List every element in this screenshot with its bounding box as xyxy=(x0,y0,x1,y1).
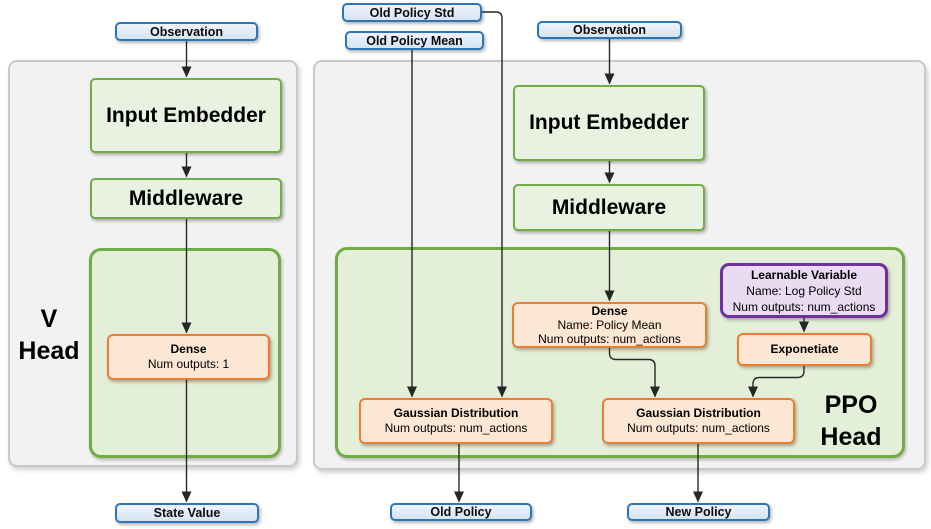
learnable-variable-num-outputs: Num outputs: num_actions xyxy=(732,299,876,314)
gaussian-old-title: Gaussian Distribution xyxy=(393,406,519,420)
learnable-variable-title: Learnable Variable xyxy=(750,267,858,282)
input-embedder-left-block: Input Embedder xyxy=(90,78,282,153)
exponetiate-block: Exponetiate xyxy=(737,333,872,366)
observation-left-label: Observation xyxy=(150,24,223,39)
v-head-label-line1: V xyxy=(40,305,58,333)
gaussian-new-title: Gaussian Distribution xyxy=(636,406,761,420)
gaussian-old-num-outputs: Num outputs: num_actions xyxy=(384,421,528,435)
dense-policy-mean-name: Name: Policy Mean xyxy=(557,318,662,332)
gaussian-distribution-old-block: Gaussian Distribution Num outputs: num_a… xyxy=(359,398,553,444)
state-value-node: State Value xyxy=(115,503,259,523)
observation-left-node: Observation xyxy=(115,22,258,41)
new-policy-node: New Policy xyxy=(627,503,770,521)
v-head-label: V Head xyxy=(8,303,90,367)
dense-policy-mean-num-outputs: Num outputs: num_actions xyxy=(538,332,681,346)
middleware-right-block: Middleware xyxy=(513,184,705,231)
learnable-variable-name: Name: Log Policy Std xyxy=(746,283,862,298)
old-policy-mean-label: Old Policy Mean xyxy=(366,33,463,48)
dense-v-num-outputs: Num outputs: 1 xyxy=(147,357,230,371)
ppo-head-label-line1: PPO xyxy=(824,391,878,419)
middleware-left-block: Middleware xyxy=(90,178,282,219)
old-policy-std-node: Old Policy Std xyxy=(342,3,482,22)
ppo-head-label-line2: Head xyxy=(820,423,882,451)
dense-v-block: Dense Num outputs: 1 xyxy=(107,334,270,380)
gaussian-new-num-outputs: Num outputs: num_actions xyxy=(627,421,770,435)
exponetiate-title: Exponetiate xyxy=(770,342,839,356)
input-embedder-right-block: Input Embedder xyxy=(513,85,705,161)
observation-right-node: Observation xyxy=(537,21,682,39)
dense-policy-mean-block: Dense Name: Policy Mean Num outputs: num… xyxy=(512,302,707,348)
v-head-label-line2: Head xyxy=(18,337,80,365)
new-policy-label: New Policy xyxy=(665,505,732,519)
old-policy-mean-node: Old Policy Mean xyxy=(345,31,484,50)
old-policy-label: Old Policy xyxy=(430,505,492,519)
middleware-right-label: Middleware xyxy=(551,195,667,219)
observation-right-label: Observation xyxy=(573,23,646,37)
ppo-head-label: PPO Head xyxy=(798,389,904,453)
dense-v-title: Dense xyxy=(170,342,207,356)
old-policy-std-label: Old Policy Std xyxy=(369,5,455,20)
middleware-left-label: Middleware xyxy=(128,186,244,210)
dense-policy-mean-title: Dense xyxy=(591,304,628,318)
old-policy-node: Old Policy xyxy=(390,503,532,521)
learnable-variable-block: Learnable Variable Name: Log Policy Std … xyxy=(720,263,888,318)
input-embedder-right-label: Input Embedder xyxy=(529,111,689,134)
input-embedder-left-label: Input Embedder xyxy=(106,103,266,127)
state-value-label: State Value xyxy=(153,506,221,520)
gaussian-distribution-new-block: Gaussian Distribution Num outputs: num_a… xyxy=(602,398,795,444)
